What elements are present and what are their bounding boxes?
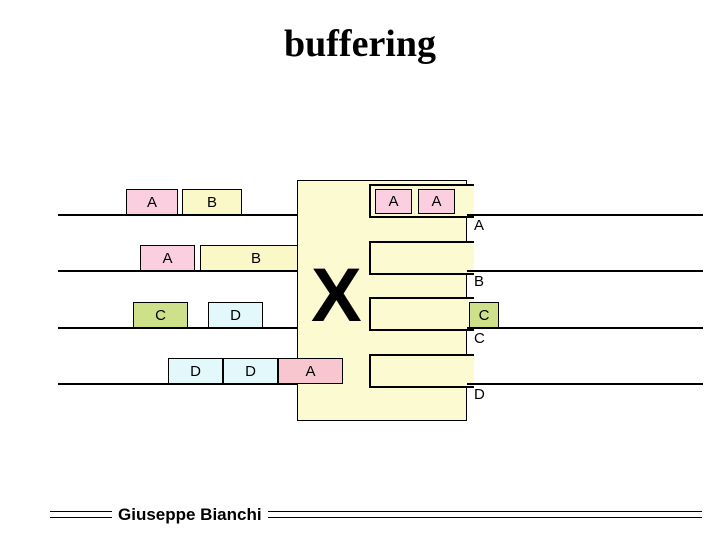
input-packet[interactable]: A (140, 245, 195, 271)
page-title: buffering (284, 23, 436, 65)
output-line-3 (467, 327, 703, 329)
input-line-1 (58, 214, 297, 216)
switch-cross-symbol: X (311, 253, 362, 338)
footer-rule-right (268, 511, 702, 518)
output-queue-4 (369, 354, 474, 388)
output-line-4 (467, 383, 703, 385)
input-packet[interactable]: D (223, 358, 278, 384)
output-line-label-a: A (474, 217, 485, 234)
queued-packet[interactable]: A (418, 189, 455, 214)
footer-author: Giuseppe Bianchi (118, 505, 262, 524)
input-packet[interactable]: B (200, 245, 312, 271)
output-line-2 (467, 270, 703, 272)
input-packet[interactable]: D (168, 358, 223, 384)
input-packet[interactable]: A (126, 189, 178, 215)
input-packet[interactable]: A (278, 358, 343, 384)
output-line-label-b: B (474, 273, 485, 290)
output-packet[interactable]: C (469, 302, 499, 328)
input-packet[interactable]: B (182, 189, 242, 215)
footer-rule-left (50, 511, 112, 518)
output-queue-3 (369, 297, 474, 331)
input-line-4 (58, 383, 297, 385)
input-line-2 (58, 270, 297, 272)
output-line-label-d: D (474, 386, 485, 403)
input-packet[interactable]: C (133, 302, 188, 328)
input-line-3 (58, 327, 297, 329)
queued-packet[interactable]: A (375, 189, 412, 214)
output-line-1 (467, 214, 703, 216)
output-queue-2 (369, 241, 474, 275)
output-line-label-c: C (474, 330, 485, 347)
input-packet[interactable]: D (208, 302, 263, 328)
